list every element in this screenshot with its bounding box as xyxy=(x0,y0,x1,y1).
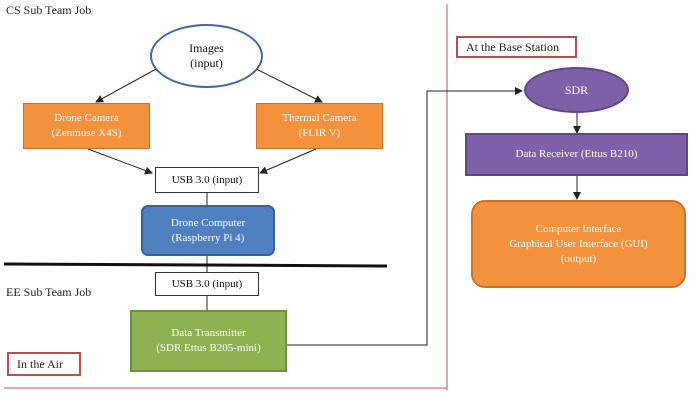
usb-top-label: USB 3.0 (input) xyxy=(171,173,243,186)
arrow-thermal-camera-to-usb xyxy=(259,148,317,174)
cs-team-heading: CS Sub Team Job xyxy=(6,3,92,17)
images-node-title: Images xyxy=(189,41,224,55)
arrow-transmitter-to-sdr xyxy=(287,87,523,346)
arrow-images-to-thermal-camera xyxy=(253,67,323,103)
in-air-label: In the Air xyxy=(7,352,81,376)
ee-divider-line xyxy=(3,262,388,268)
computer-interface-output: (output) xyxy=(560,252,597,265)
arrow-drone-camera-to-usb xyxy=(87,148,153,175)
data-transmitter-subtitle: (SDR Ettus B205-mini) xyxy=(156,342,261,354)
computer-interface-subtitle: Graphical User Interface (GUI) xyxy=(509,237,648,250)
in-air-label-text: In the Air xyxy=(17,356,63,371)
data-transmitter-node: Data Transmitter (SDR Ettus B205-mini) xyxy=(130,310,287,372)
usb-top-node: USB 3.0 (input) xyxy=(155,167,259,193)
images-node-subtitle: (input) xyxy=(190,56,223,70)
drone-computer-subtitle: (Raspberry Pi 4) xyxy=(171,231,245,244)
computer-interface-node: Computer Interface Graphical User Interf… xyxy=(471,200,686,288)
base-station-label: At the Base Station xyxy=(456,36,577,58)
computer-interface-title: Computer Interface xyxy=(535,222,622,235)
thermal-camera-subtitle: (FLIR V) xyxy=(298,127,341,139)
images-node: Images (input) xyxy=(150,24,263,88)
drone-computer-node: Drone Computer (Raspberry Pi 4) xyxy=(141,205,275,256)
drone-computer-title: Drone Computer xyxy=(170,216,246,229)
data-receiver-label: Data Receiver (Ettus B210) xyxy=(515,148,638,160)
ee-team-heading: EE Sub Team Job xyxy=(6,285,92,299)
data-receiver-node: Data Receiver (Ettus B210) xyxy=(465,133,688,176)
drone-camera-title: Drone Camera xyxy=(54,112,119,124)
thermal-camera-node: Thermal Camera (FLIR V) xyxy=(256,103,383,149)
usb-bottom-label: USB 3.0 (input) xyxy=(171,277,243,290)
drone-camera-node: Drone Camera (Zenmuse X4S) xyxy=(23,103,150,149)
usb-bottom-node: USB 3.0 (input) xyxy=(155,272,259,296)
sdr-node: SDR xyxy=(524,67,629,113)
drone-camera-subtitle: (Zenmuse X4S) xyxy=(51,127,122,139)
arrow-images-to-drone-camera xyxy=(95,67,159,103)
base-station-label-text: At the Base Station xyxy=(466,39,559,54)
thermal-camera-title: Thermal Camera xyxy=(282,112,357,124)
data-transmitter-title: Data Transmitter xyxy=(171,327,246,339)
sdr-label: SDR xyxy=(564,82,589,97)
